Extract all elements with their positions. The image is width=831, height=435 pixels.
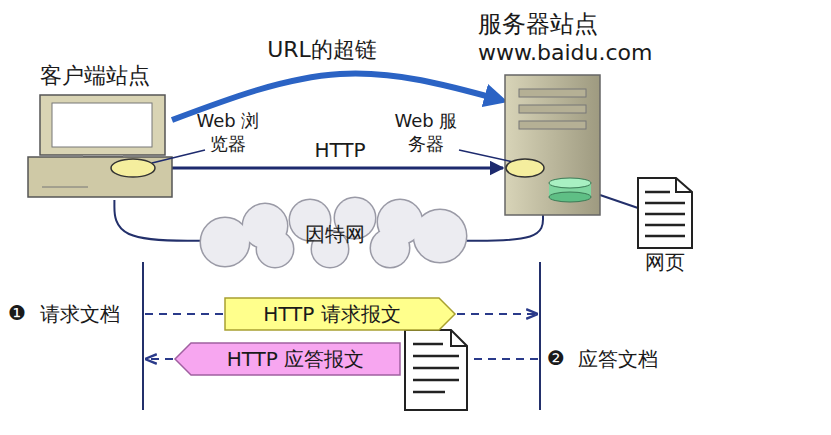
http-arrow (158, 167, 503, 170)
browser-ellipse: Web 浏览器 (110, 158, 156, 178)
callout-number: ❷ (547, 346, 565, 370)
document-icon (405, 330, 467, 410)
leader-line (152, 150, 205, 163)
server-station: Web 服务器服务器站点www.baidu.com (505, 75, 600, 215)
request-line (457, 313, 537, 315)
client-timeline (142, 262, 144, 410)
cloud-label: 因特网 (305, 222, 365, 247)
request-line (145, 313, 223, 315)
server-station-shape (505, 75, 600, 215)
server-label: Web 服务器 (393, 110, 459, 155)
station-heading: 服务器站点 (478, 9, 598, 39)
storage-link (600, 195, 638, 208)
server-timeline (539, 262, 541, 410)
message-label: HTTP 应答报文 (227, 347, 365, 372)
browser-label: Web 浏览器 (195, 110, 261, 155)
client-station: Web 浏览器客户端站点 (28, 95, 172, 200)
server-url: www.baidu.com (478, 39, 652, 67)
page-label: 网页 (630, 250, 700, 275)
edge-label: URL的超链 (263, 37, 381, 63)
timelines (143, 262, 540, 410)
response-message: HTTP 应答报文 (175, 343, 400, 375)
network-link (114, 200, 202, 241)
edge-label: HTTP (310, 138, 369, 162)
message-label: HTTP 请求报文 (263, 302, 401, 327)
browser-ellipse-shape (110, 158, 156, 178)
response-line (146, 358, 173, 360)
callout-number: ❶ (8, 301, 26, 325)
web-page: 网页 (630, 178, 700, 278)
server-ellipse-shape (505, 158, 545, 178)
server-ellipse: Web 服务器 (505, 158, 545, 178)
step-label: 应答文档 (578, 347, 658, 371)
request-message: HTTP 请求报文 (225, 298, 455, 330)
step-label: 请求文档 (40, 302, 120, 326)
client-station-shape (28, 95, 172, 200)
internet-cloud: 因特网 (190, 200, 480, 268)
network-link (465, 215, 543, 241)
leader-line (459, 150, 513, 162)
station-heading: 客户端站点 (40, 62, 150, 90)
